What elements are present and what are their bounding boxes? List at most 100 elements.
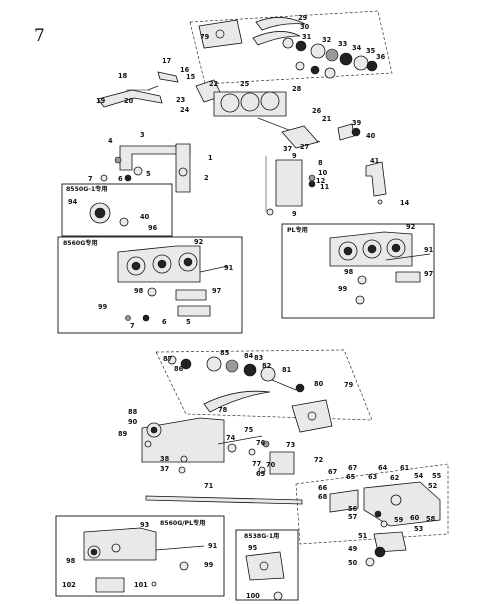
callout-93: 93 [140, 521, 150, 529]
callout-92-8560: 92 [194, 238, 204, 246]
callout-12: 12 [316, 177, 326, 185]
callout-84: 84 [244, 352, 254, 360]
callout-64: 64 [378, 464, 388, 472]
callout-59: 59 [394, 516, 404, 524]
callout-21: 21 [322, 115, 332, 123]
callout-35: 35 [366, 47, 376, 55]
callout-60: 60 [410, 514, 420, 522]
disc-a [220, 93, 240, 113]
callout-54: 54 [414, 472, 424, 480]
bracket-72 [269, 451, 295, 475]
guard-41 [365, 161, 387, 197]
callout-67-b: 67 [348, 464, 358, 472]
callout-37-lower: 37 [160, 465, 170, 473]
callout-19: 19 [96, 97, 106, 105]
callout-90: 90 [128, 418, 138, 426]
callout-97-8560: 97 [212, 287, 222, 295]
callout-79-mid: 79 [344, 381, 354, 389]
box-8538g-1-title: 8538G-1用 [244, 533, 279, 540]
callout-62: 62 [390, 474, 400, 482]
bracket-8-10 [275, 159, 303, 207]
right-center-group [265, 123, 387, 216]
callout-30: 30 [300, 23, 310, 31]
box-pl: PL专用 [281, 223, 435, 319]
plate-75 [141, 417, 225, 463]
callout-7: 7 [88, 175, 93, 183]
screw-9 [266, 208, 274, 216]
callout-40-box: 40 [140, 213, 150, 221]
callout-98-pl: 98 [344, 268, 354, 276]
callout-86: 86 [174, 365, 184, 373]
callout-28: 28 [292, 85, 302, 93]
part-39 [337, 123, 355, 141]
screw-7 [100, 174, 108, 182]
callout-27: 27 [300, 143, 310, 151]
callout-88: 88 [128, 408, 138, 416]
callout-63: 63 [368, 473, 378, 481]
callout-91-8560: 91 [224, 264, 234, 272]
callout-16: 16 [180, 66, 190, 74]
box-8550g-1-frame [61, 183, 173, 237]
callout-83: 83 [254, 354, 264, 362]
screw-6 [124, 174, 132, 182]
callout-99-pl-box: 99 [204, 561, 214, 569]
callout-22: 22 [209, 80, 219, 88]
callout-49: 49 [348, 545, 358, 553]
thread-guide-29 [255, 17, 306, 31]
box-pl-title: PL专用 [287, 226, 308, 234]
callout-33: 33 [338, 40, 348, 48]
callout-38: 38 [160, 455, 170, 463]
callout-99-8560: 99 [98, 303, 108, 311]
screw-40 [351, 127, 361, 137]
callout-95: 95 [248, 544, 258, 552]
box-8560g-pl-title: 8560G/PL专用 [160, 519, 205, 527]
callout-9-upper: 9 [292, 152, 297, 160]
callout-6-box: 6 [162, 318, 167, 326]
part-51 [373, 531, 407, 553]
lower-assembly [141, 417, 303, 505]
bracket-16 [157, 71, 179, 83]
callout-67-a: 67 [328, 468, 338, 476]
callout-5: 5 [146, 170, 151, 178]
callout-7-box: 7 [130, 322, 135, 330]
washer-5 [133, 166, 143, 176]
callout-29: 29 [298, 14, 308, 22]
right-group-outline [295, 463, 449, 545]
callout-50: 50 [348, 559, 358, 567]
callout-26: 26 [312, 107, 322, 115]
page-number: 7 [34, 26, 45, 46]
box-8560g-title: 8560G专用 [63, 239, 98, 247]
callout-58: 58 [426, 515, 436, 523]
callout-5-box: 5 [186, 318, 191, 326]
callout-70: 70 [266, 461, 276, 469]
callout-89: 89 [118, 430, 128, 438]
box-8550g-1: 8550G-1专用 [61, 183, 173, 237]
box-8560g-frame [57, 236, 243, 334]
top-tension-assembly [189, 10, 393, 85]
screw-14 [377, 199, 383, 205]
callout-100: 100 [246, 592, 260, 600]
callout-69: 69 [256, 470, 266, 478]
callout-11: 11 [320, 183, 330, 191]
callout-57: 57 [348, 513, 358, 521]
box-8560g-pl-frame [55, 515, 225, 597]
box-8538g-1: 8538G-1用 [235, 529, 299, 601]
tension-discs [282, 37, 378, 79]
callout-2: 2 [204, 174, 209, 182]
callout-labels: 79 29 30 31 32 33 34 35 36 17 16 15 18 2… [62, 14, 442, 600]
callout-77: 77 [252, 460, 262, 468]
callout-87: 87 [163, 355, 173, 363]
callout-80: 80 [314, 380, 324, 388]
callout-31: 31 [302, 33, 312, 41]
callout-24: 24 [180, 106, 190, 114]
callout-76: 76 [256, 439, 266, 447]
link-21-26 [281, 125, 319, 149]
callout-39: 39 [352, 119, 362, 127]
right-dashed-group [295, 463, 449, 567]
callout-82: 82 [262, 362, 272, 370]
callout-91-pl-box: 91 [208, 542, 218, 550]
callout-102: 102 [62, 581, 76, 589]
callout-96: 96 [148, 224, 158, 232]
callout-25: 25 [240, 80, 250, 88]
callout-20: 20 [124, 97, 134, 105]
